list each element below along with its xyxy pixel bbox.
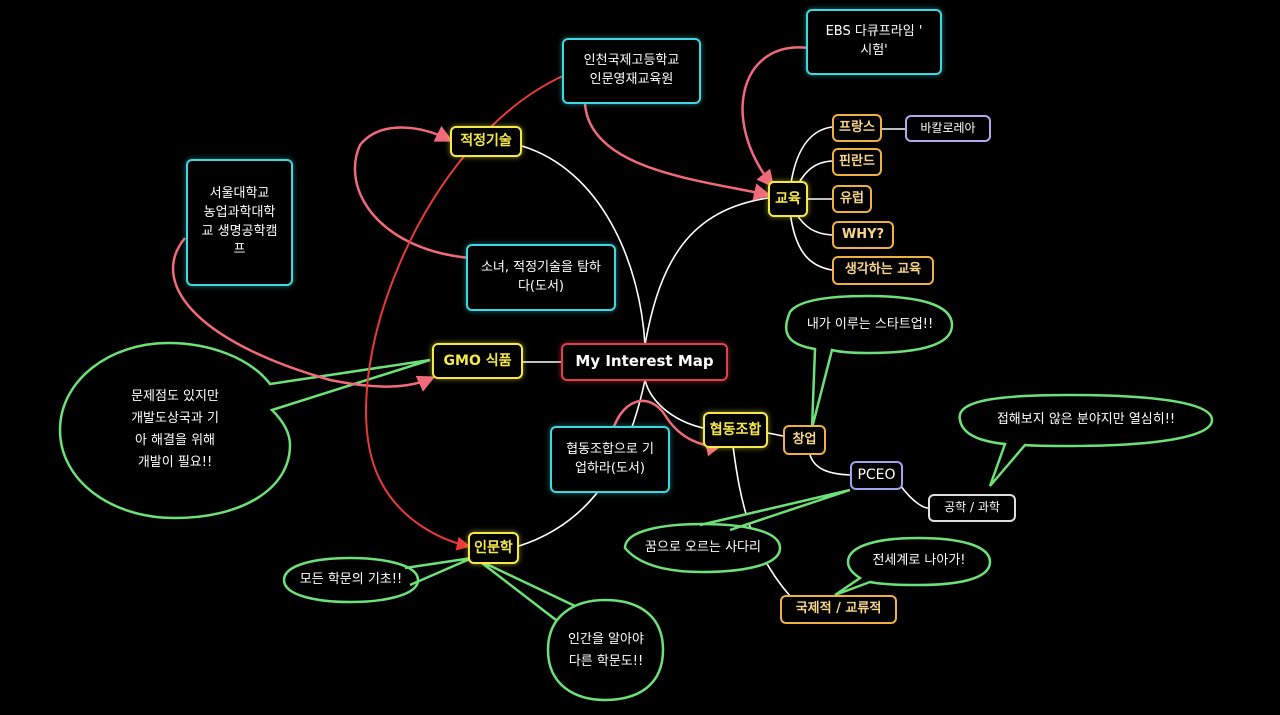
- edu-why[interactable]: WHY?: [832, 221, 894, 249]
- arrow-snu-gmo: [171, 237, 436, 392]
- connector-gyoyuk-france: [789, 126, 833, 191]
- connector-center-gyoyuk: [644, 197, 769, 346]
- edu-thinking[interactable]: 생각하는 교육: [832, 256, 934, 285]
- connector-changup-pceo: [809, 454, 851, 476]
- bubble-startup: 내가 이루는 스타트업!!: [806, 316, 934, 332]
- branch-gmo[interactable]: GMO 식품: [432, 343, 523, 379]
- edu-finland[interactable]: 핀란드: [832, 148, 882, 176]
- coop-engineering[interactable]: 공학 / 과학: [928, 494, 1016, 522]
- arrow-incheon-gyoyuk: [583, 103, 772, 201]
- bubble-gmo-shape: [58, 341, 431, 520]
- bubble-worldwide: 전세계로 나아가!: [872, 552, 966, 568]
- connector-hyeopdong-changup: [767, 432, 784, 437]
- branch-gyoyuk[interactable]: 교육: [768, 181, 808, 217]
- bubble-foundation: 모든 학문의 기초!!: [299, 571, 403, 587]
- coop-changup[interactable]: 창업: [783, 425, 826, 455]
- coop-pceo[interactable]: PCEO: [850, 461, 903, 490]
- resource-snu[interactable]: 서울대학교 농업과학대학 교 생명공학캠 프: [186, 159, 293, 286]
- coop-global[interactable]: 국제적 / 교류적: [780, 595, 897, 624]
- bubble-ladder-shape: [623, 488, 851, 574]
- branch-inmunhak[interactable]: 인문학: [468, 532, 519, 564]
- resource-book-coop[interactable]: 협동조합으로 기 업하라(도서): [550, 426, 670, 493]
- center-node[interactable]: My Interest Map: [561, 343, 728, 381]
- edu-baccalaureat[interactable]: 바칼로레아: [905, 115, 991, 142]
- arrow-book-hyeopdong: [608, 399, 724, 457]
- resource-book-tech[interactable]: 소녀, 적정기술을 탐하 다(도서): [466, 244, 616, 311]
- bubble-ladder: 꿈으로 오르는 사다리: [645, 539, 761, 555]
- connector-center-jeokjeong: [521, 145, 646, 346]
- edu-france[interactable]: 프랑스: [832, 114, 882, 142]
- connector-gyoyuk-thinking: [789, 211, 833, 271]
- speech-bubbles: [58, 294, 1214, 702]
- connector-pceo-engineering: [899, 484, 929, 509]
- bubble-unfamiliar-shape: [958, 393, 1214, 487]
- bubble-startup-shape: [784, 294, 954, 429]
- resource-incheon[interactable]: 인천국제고등학교 인문영재교육원: [562, 38, 701, 104]
- branch-jeokjeong[interactable]: 적정기술: [450, 126, 522, 157]
- bubble-unfamiliar: 접해보지 않은 분야지만 열심히!!: [996, 412, 1176, 428]
- bubble-worldwide-shape: [834, 536, 992, 597]
- edu-europe[interactable]: 유럽: [832, 185, 872, 213]
- bubble-gmo-note: 문제점도 있지만 개발도상국과 기 아 해결을 위해 개발이 필요!!: [131, 388, 219, 471]
- arrow-ebs-gyoyuk: [741, 46, 809, 188]
- resource-ebs[interactable]: EBS 다큐프라임 ' 시험': [806, 9, 942, 75]
- connector-center-hyeopdong: [644, 379, 704, 429]
- branch-hyeopdong[interactable]: 협동조합: [703, 412, 768, 448]
- bubble-human: 인간을 알아야 다른 학문도!!: [568, 631, 644, 669]
